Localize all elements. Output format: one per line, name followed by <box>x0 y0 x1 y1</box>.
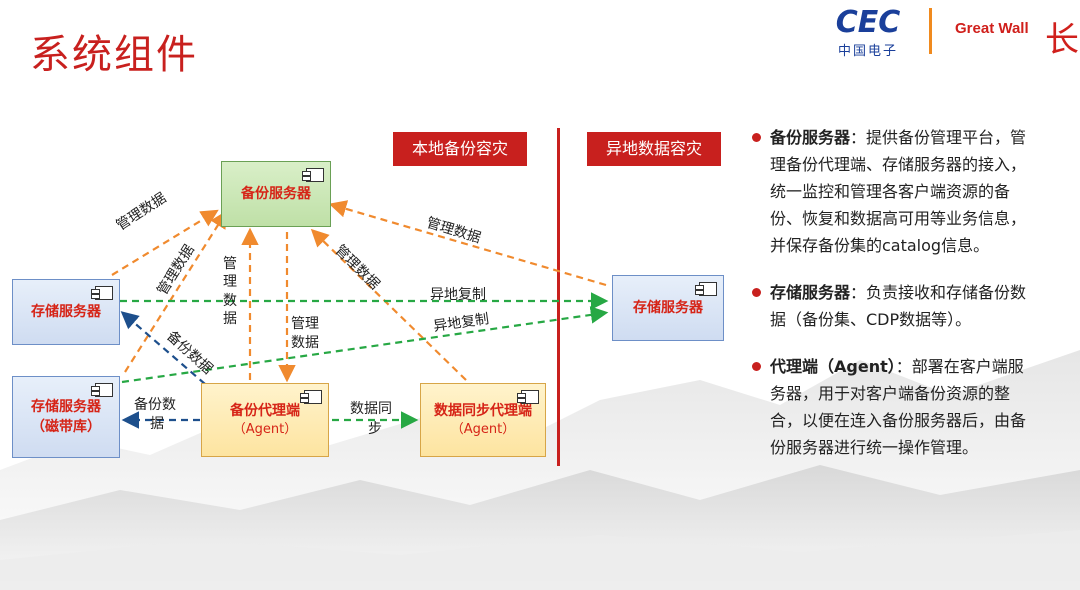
arrow-backup-diag <box>120 311 206 385</box>
node-sync-agent[interactable]: 数据同步代理端 （Agent） <box>420 383 546 457</box>
cec-logo: CEC 中国电子 <box>835 5 901 60</box>
node-backup-server[interactable]: 备份服务器 <box>221 161 331 227</box>
zone-tag-remote: 异地数据容灾 <box>587 132 721 166</box>
logo-divider <box>929 8 932 54</box>
edge-label-mgmt-3b: 数据 <box>223 293 237 327</box>
greatwall-calligraphy-mark: 长 <box>1045 20 1079 60</box>
bullet-dot <box>752 288 761 297</box>
component-icon <box>517 390 539 404</box>
edge-label-sync-2: 步 <box>368 421 382 437</box>
edge-label-sync-1: 数据同 <box>350 401 392 417</box>
bullet-storage-server: 存储服务器：负责接收和存储备份数据（备份集、CDP数据等）。 <box>752 279 1032 333</box>
greatwall-logo: Great Wall <box>955 20 1029 37</box>
edge-label-mgmt-4a: 管理 <box>291 316 319 332</box>
node-storage-server-tape[interactable]: 存储服务器 （磁带库） <box>12 376 120 458</box>
node-storage-server-remote[interactable]: 存储服务器 <box>612 275 724 341</box>
zone-divider-line <box>557 128 560 466</box>
edge-label-mgmt-4b: 数据 <box>291 335 319 351</box>
arrow-mgmt-storage-left <box>111 209 219 276</box>
node-storage-server-left[interactable]: 存储服务器 <box>12 279 120 345</box>
page-title: 系统组件 <box>30 32 198 78</box>
edge-label-backup-1: 备份数 <box>134 397 176 413</box>
component-icon <box>302 168 324 182</box>
component-icon <box>695 282 717 296</box>
arrow-remote-copy-2 <box>121 306 609 384</box>
bullet-backup-server: 备份服务器：提供备份管理平台，管理备份代理端、存储服务器的接入，统一监控和管理各… <box>752 124 1032 259</box>
zone-tag-local: 本地备份容灾 <box>393 132 527 166</box>
component-icon <box>300 390 322 404</box>
bullet-dot <box>752 133 761 142</box>
bullet-agent: 代理端（Agent）：部署在客户端服务器，用于对客户端备份资源的整合，以便在连入… <box>752 353 1032 461</box>
edge-label-backup-2: 据 <box>150 416 164 432</box>
bullet-dot <box>752 362 761 371</box>
component-icon <box>91 286 113 300</box>
node-backup-agent[interactable]: 备份代理端 （Agent） <box>201 383 329 457</box>
component-icon <box>91 383 113 397</box>
description-list: 备份服务器：提供备份管理平台，管理备份代理端、存储服务器的接入，统一监控和管理各… <box>752 124 1032 481</box>
edge-label-remote-copy-1: 异地复制 <box>430 287 486 303</box>
edge-label-mgmt-3a: 管理 <box>223 256 237 290</box>
